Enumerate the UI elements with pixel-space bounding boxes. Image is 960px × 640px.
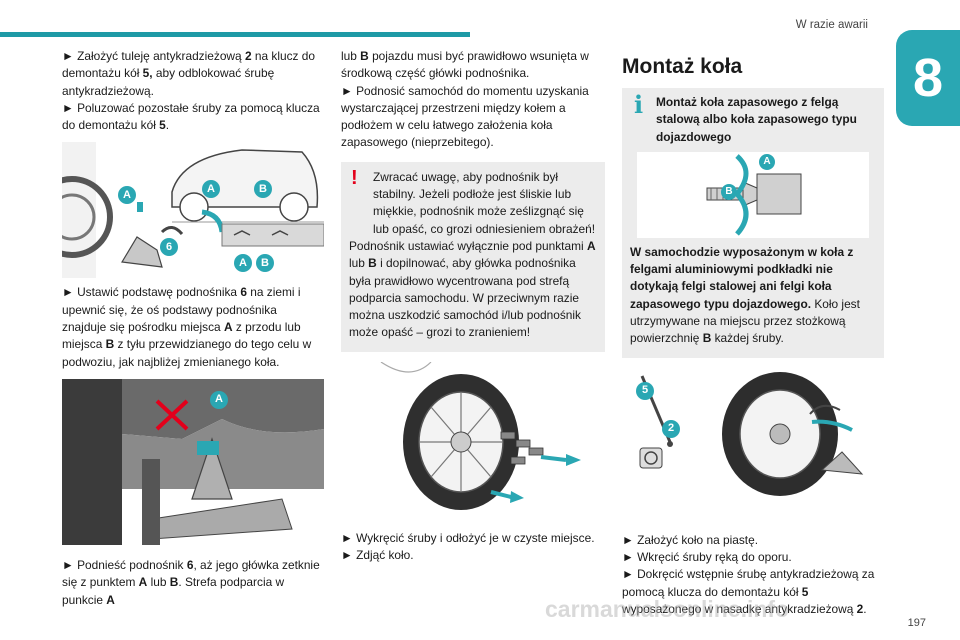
callout-a: A: [234, 254, 252, 273]
warning-text: Zwracać uwagę, aby podnośnik był stabiln…: [373, 169, 596, 236]
section-heading: Montaż koła: [622, 55, 743, 78]
paragraph: ► Zdjąć koło.: [341, 548, 414, 563]
callout-b: B: [256, 254, 274, 273]
bolt-cone-illustration: A B: [637, 151, 869, 238]
paragraph: lub B pojazdu musi być prawidłowo wsunię…: [341, 49, 589, 81]
callout-a: A: [210, 390, 228, 409]
column-3: Montaż koła i Montaż koła zapasowego z f…: [622, 48, 884, 618]
callout-5: 5: [636, 381, 654, 400]
callout-a: A: [759, 153, 775, 170]
callout-b: B: [721, 183, 737, 200]
watermark: carmanualsonline.info: [545, 596, 790, 622]
wheel-mounting-illustration: 5 2: [622, 369, 884, 496]
warning-box: ! Zwracać uwagę, aby podnośnik był stabi…: [341, 161, 605, 352]
paragraph: ► Poluzować pozostałe śruby za pomocą kl…: [62, 100, 320, 133]
info-heading: Montaż koła zapasowego z felgą stalową a…: [656, 95, 857, 144]
page-number: 197: [907, 617, 926, 629]
paragraph: ► Założyć koło na piastę.: [622, 532, 759, 547]
chapter-badge: 8: [896, 30, 960, 126]
column-1: ► Założyć tuleję antykradzieżową 2 na kl…: [62, 48, 324, 609]
info-icon: i: [634, 90, 644, 119]
paragraph: ► Podnieść podnośnik 6, aż jego główka z…: [62, 557, 320, 607]
column-2: lub B pojazdu musi być prawidłowo wsunię…: [341, 48, 605, 564]
info-box: i Montaż koła zapasowego z felgą stalową…: [622, 88, 884, 358]
jack-contact-illustration: A: [62, 378, 324, 545]
callout-a: A: [202, 180, 220, 199]
warning-icon: !: [351, 166, 358, 189]
callout-2: 2: [662, 419, 680, 438]
paragraph: ► Wkręcić śruby ręką do oporu.: [622, 549, 792, 564]
callout-b: B: [254, 180, 272, 199]
header-accent-bar: [0, 32, 470, 37]
paragraph: ► Założyć tuleję antykradzieżową 2 na kl…: [62, 49, 316, 98]
section-title: W razie awarii: [795, 19, 868, 31]
paragraph: ► Dokręcić wstępnie śrubę antykradzieżow…: [622, 567, 875, 616]
warning-text: Podnośnik ustawiać wyłącznie pod punktam…: [349, 238, 596, 340]
paragraph: ► Wykręcić śruby i odłożyć je w czyste m…: [341, 530, 595, 545]
info-text: W samochodzie wyposażonym w koła z felga…: [630, 244, 860, 346]
paragraph: ► Ustawić podstawę podnośnika 6 na ziemi…: [62, 285, 312, 369]
jack-points-illustration: A A B 6 A B: [62, 142, 324, 279]
callout-a: A: [118, 186, 136, 205]
callout-6: 6: [160, 238, 178, 257]
wheel-bolts-illustration: [341, 361, 605, 512]
paragraph: ► Podnosić samochód do momentu uzyskania…: [341, 83, 589, 150]
